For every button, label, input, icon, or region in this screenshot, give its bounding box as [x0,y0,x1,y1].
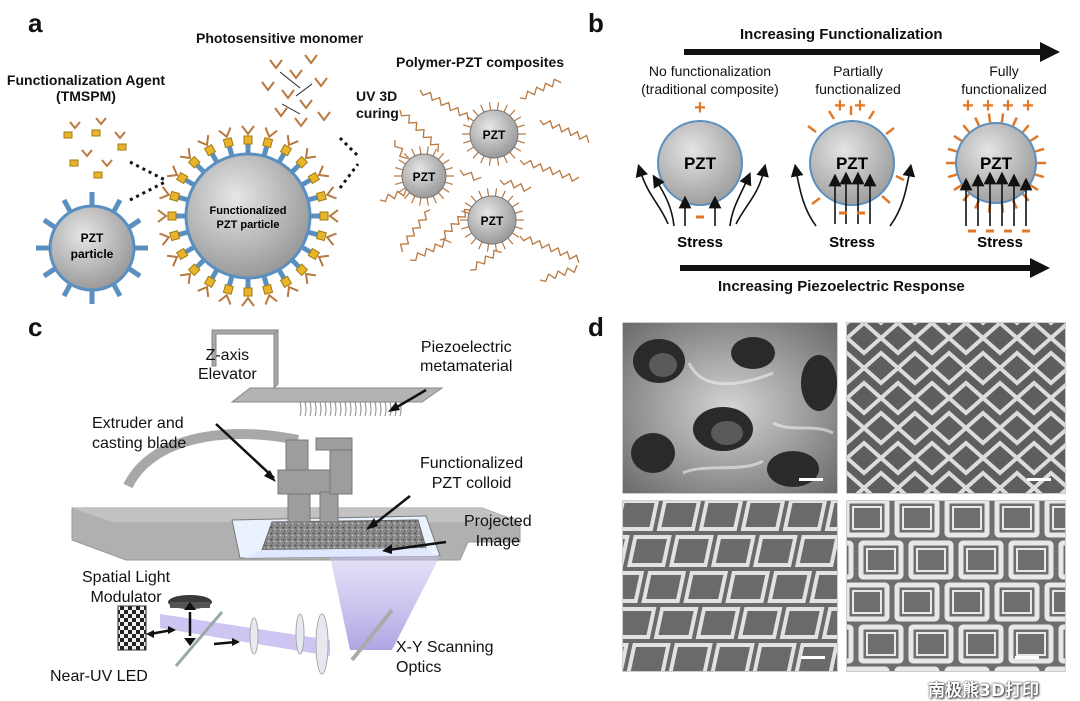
extruder-line2: casting blade [92,435,187,452]
increasing-response-label: Increasing Piezoelectric Response [718,278,965,295]
col3-plus-3: + [1002,95,1014,117]
col2-plus-2: + [854,95,866,117]
pzt-particle-label1: PZT [81,231,104,245]
col2-title-line2: functionalized [815,81,901,97]
pzt-col1 [657,120,743,206]
pzt-particle [36,192,148,304]
pzt-particle-label2: particle [71,247,114,261]
col1-stress: Stress [677,234,723,251]
col2-title: Partially functionalized [798,62,918,98]
col3-plus-2: + [982,95,994,117]
beam-splitter [174,611,224,667]
slm-line2: Modulator [90,589,162,606]
piezo-line2: metamaterial [420,358,513,375]
photosensitive-monomer-label: Photosensitive monomer [196,30,364,46]
panel-b-illustration: + + + + + + + PZT PZT PZT Stress Stress … [635,42,1060,278]
xy-line1: X-Y Scanning [396,639,494,656]
col3-title-line1: Fully [989,63,1019,79]
projected-line1: Projected [464,513,532,530]
composite-pzt-2: PZT [413,170,436,184]
z-axis-line2: Elevator [198,366,257,383]
z-axis-elevator [211,328,444,403]
led-label: Near-UV LED [50,668,148,685]
extruder [123,428,353,523]
sem-image-lattice-1 [622,500,838,672]
panel-c-illustration [71,328,521,675]
functionalization-agent-line1: Functionalization Agent [6,72,166,88]
slm-label: Spatial Light Modulator [82,568,170,608]
col3-title: Fully functionalized [944,62,1064,98]
projected-line2: Image [475,533,521,550]
extruder-line1: Extruder and [92,415,184,432]
col1-title: No functionalization (traditional compos… [612,62,808,98]
slm-line1: Spatial Light [82,569,171,586]
col1-pzt: PZT [684,154,717,173]
col1-title-line1: No functionalization [648,63,772,79]
sem-image-gyroid [622,322,838,494]
functionalized-pzt-particle [157,125,339,307]
col2-plus-1: + [834,95,846,117]
monomer-cluster [261,54,331,128]
piezo-label: Piezoelectric metamaterial [420,338,512,376]
col1-title-line2: (traditional composite) [641,81,779,97]
functionalization-agent-label: Functionalization Agent (TMSPM) [6,72,166,104]
panel-a-illustration: PZT particle Functionalized PZT particle… [36,54,590,307]
panel-b-letter: b [588,8,604,38]
colloid-label: Functionalized PZT colloid [420,454,523,494]
col1-plus: + [694,97,706,119]
z-axis-label: Z-axis Elevator [198,346,257,384]
colloid-line2: PZT colloid [431,475,512,492]
composite-particles [379,78,590,283]
functionalization-agent-line2: (TMSPM) [56,88,116,104]
z-axis-line1: Z-axis [205,347,250,364]
pzt-colloid [261,519,427,551]
col2-title-line1: Partially [833,63,883,79]
panel-d-letter: d [588,312,604,342]
col2-stress: Stress [829,234,875,251]
composite-pzt-3: PZT [481,214,504,228]
increasing-functionalization-label: Increasing Functionalization [740,26,943,43]
extruder-label: Extruder and casting blade [92,414,186,454]
uv-line2: curing [356,105,399,121]
projected-image-label: Projected Image [464,512,532,552]
col3-plus-4: + [1022,95,1034,117]
col2-pzt: PZT [836,154,869,173]
panel-a-letter: a [28,8,43,38]
colloid-line1: Functionalized [420,455,524,472]
panel-c-letter: c [28,312,43,342]
functionalized-label2: PZT particle [217,219,280,231]
uv-curing-label: UV 3D curing [356,88,399,122]
col3-plus-1: + [962,95,974,117]
xy-optics-label: X-Y Scanning Optics [396,638,494,678]
tmspm-molecules [63,117,127,179]
watermark: 南极熊3D打印 [928,681,1039,701]
sem-image-lattice-2 [846,500,1066,672]
uv-beam [330,556,440,650]
composite-pzt-1: PZT [483,128,506,142]
col3-stress: Stress [977,234,1023,251]
near-uv-led [117,605,147,651]
xy-line2: Optics [396,659,442,676]
col3-pzt: PZT [980,154,1013,173]
piezo-line1: Piezoelectric [420,339,512,356]
metamaterial [299,401,402,417]
uv-line1: UV 3D [356,88,398,104]
functionalized-label1: Functionalized [210,205,287,217]
col3-title-line2: functionalized [961,81,1047,97]
sem-image-octet [846,322,1066,494]
composites-title: Polymer-PZT composites [396,54,565,70]
